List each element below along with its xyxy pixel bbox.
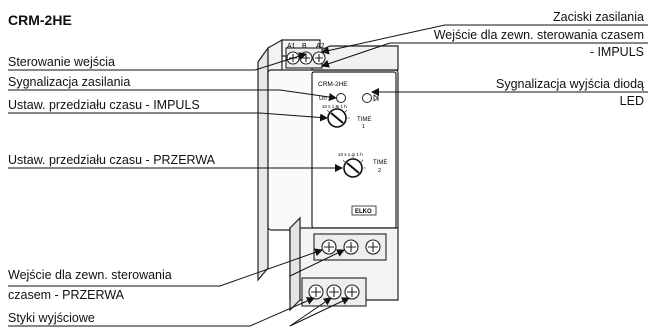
leader-ext-przerwa-2 bbox=[289, 249, 345, 277]
svg-text:10 s 1 m 1 h: 10 s 1 m 1 h bbox=[322, 104, 347, 109]
label-led-2: LED bbox=[619, 94, 644, 108]
leader-lines bbox=[8, 24, 648, 327]
leader-outputs-1 bbox=[8, 297, 315, 327]
logo: ELKO bbox=[351, 205, 377, 216]
label-time-impuls: Ustaw. przedziału czasu - IMPULS bbox=[8, 98, 200, 112]
label-ext-przerwa-1: Wejście dla zewn. sterowania bbox=[8, 268, 172, 282]
leader-supply-terminals bbox=[321, 24, 648, 55]
terminal-label-a2: A2 bbox=[316, 43, 325, 50]
terminal-label-b: B bbox=[302, 43, 307, 50]
label-supply-signal: Sygnalizacja zasilania bbox=[8, 75, 131, 89]
dial-2-index: 2 bbox=[378, 168, 381, 174]
label-input-control: Sterowanie wejścia bbox=[8, 55, 115, 69]
label-time-przerwa: Ustaw. przedziału czasu - PRZERWA bbox=[8, 153, 216, 167]
terminal-label-a1: A1 bbox=[287, 43, 296, 50]
dial-1-index: 1 bbox=[362, 124, 365, 130]
label-supply-terminals: Zaciski zasilania bbox=[552, 10, 644, 24]
leader-ext-impuls bbox=[321, 42, 648, 68]
label-ext-przerwa-2: czasem - PRZERWA bbox=[8, 288, 124, 302]
middle-terminals bbox=[313, 233, 387, 261]
bottom-terminals bbox=[301, 277, 367, 307]
model-label: CRM-2HE bbox=[318, 81, 348, 88]
label-ext-impuls-2: - IMPULS bbox=[589, 45, 644, 59]
leader-ext-przerwa bbox=[8, 248, 323, 287]
svg-text:ELKO: ELKO bbox=[355, 209, 372, 215]
svg-text:10 s 1 m 1 h: 10 s 1 m 1 h bbox=[338, 152, 363, 157]
label-outputs: Styki wyjściowe bbox=[8, 311, 95, 325]
leader-supply-signal bbox=[8, 89, 337, 101]
supply-led bbox=[336, 93, 346, 103]
leader-input-control bbox=[8, 52, 307, 71]
label-ext-impuls-1: Wejście dla zewn. sterowania czasem bbox=[433, 28, 644, 42]
output-led bbox=[362, 93, 379, 103]
dial-2-time-label: TIME bbox=[373, 160, 387, 166]
leader-outputs-2 bbox=[289, 297, 332, 327]
time-dial-1[interactable]: 10 s 1 m 1 h bbox=[322, 104, 350, 128]
supply-led-label: Un bbox=[319, 96, 327, 102]
page-title: CRM-2HE bbox=[8, 12, 72, 28]
time-dial-2[interactable]: 10 s 1 m 1 h bbox=[338, 152, 366, 178]
dial-1-time-label: TIME bbox=[357, 117, 371, 123]
leader-outputs-3 bbox=[289, 297, 350, 327]
leader-time-impuls bbox=[8, 112, 328, 122]
label-led-1: Sygnalizacja wyjścia diodą bbox=[496, 77, 644, 91]
